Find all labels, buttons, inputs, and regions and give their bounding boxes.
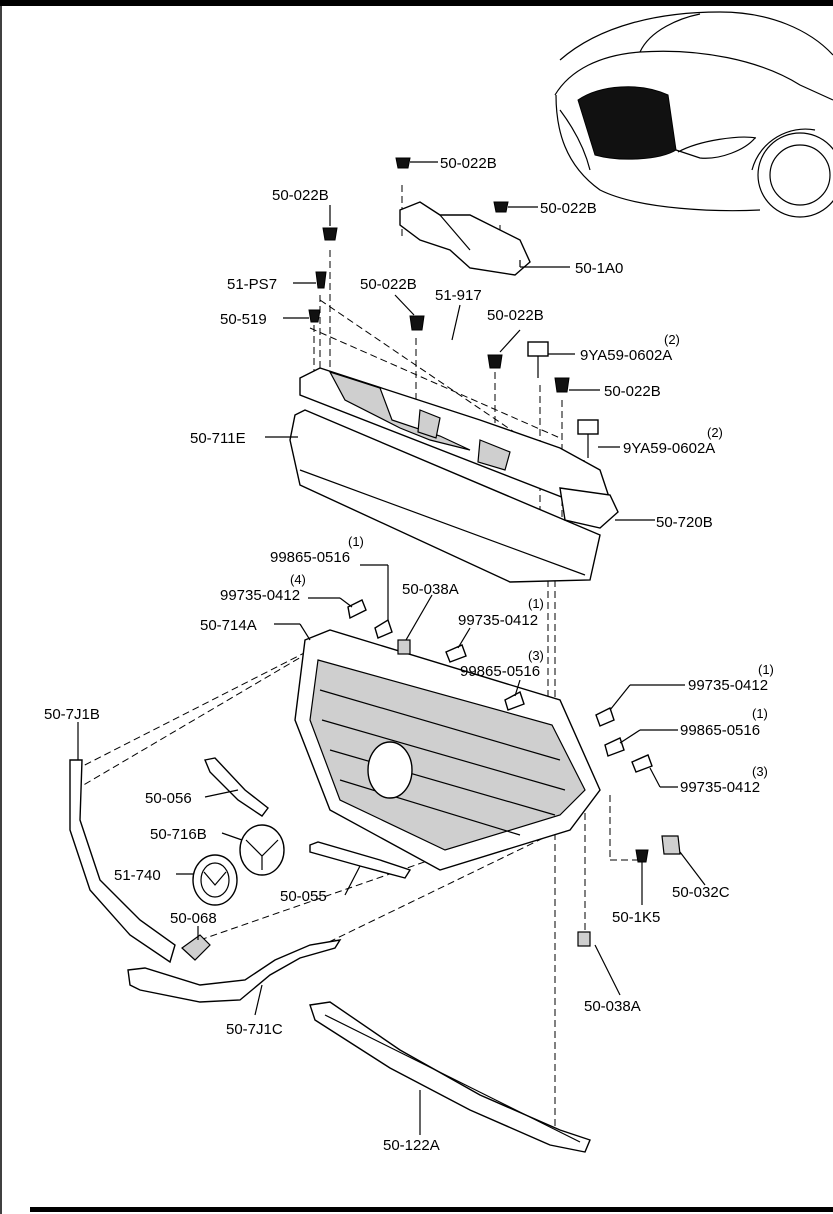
label-51-740: 51-740 xyxy=(114,867,161,884)
left-moulding xyxy=(69,759,176,964)
qty-99735-c: (1) xyxy=(758,662,774,677)
qty-9ya59-a: (2) xyxy=(664,332,680,347)
label-50-032c: 50-032C xyxy=(672,884,730,901)
label-99865-0516-c-text: 99865-0516 xyxy=(680,722,760,739)
label-50-022b-c: 50-022B xyxy=(272,187,329,204)
label-50-038a-a: 50-038A xyxy=(402,581,459,598)
callout-leaders xyxy=(77,161,706,1135)
side-seal xyxy=(559,487,619,529)
label-99865-0516-b: 99865-0516 xyxy=(460,663,540,680)
radiator-grille-assembly xyxy=(294,629,601,871)
label-51-ps7: 51-PS7 xyxy=(227,276,277,293)
label-50-711e: 50-711E xyxy=(190,430,246,447)
label-50-716b: 50-716B xyxy=(150,826,207,843)
qty-99735-d: (3) xyxy=(752,764,768,779)
lower-deflector xyxy=(309,1001,591,1153)
label-50-068: 50-068 xyxy=(170,910,217,927)
qty-99735-a: (4) xyxy=(290,572,306,587)
bottom-border-bar xyxy=(30,1207,833,1212)
emblem-back xyxy=(239,824,285,876)
top-border-bar xyxy=(0,0,833,6)
qty-99865-b: (3) xyxy=(528,648,544,663)
label-50-519: 50-519 xyxy=(220,311,267,328)
label-99735-0412-c: 99735-0412 xyxy=(688,677,768,694)
label-50-122a: 50-122A xyxy=(383,1137,440,1154)
qty-99735-b: (1) xyxy=(528,596,544,611)
label-50-022b-a: 50-022B xyxy=(440,155,497,172)
label-50-1a0: 50-1A0 xyxy=(575,260,623,277)
label-50-022b-e: 50-022B xyxy=(487,307,544,324)
label-50-1k5: 50-1K5 xyxy=(612,909,660,926)
vehicle-locator-illustration xyxy=(554,11,833,218)
emblem-front xyxy=(192,854,238,906)
label-9ya59-0602a-b: 9YA59-0602A xyxy=(623,440,715,457)
label-50-7j1b: 50-7J1B xyxy=(44,706,100,723)
label-50-720b: 50-720B xyxy=(656,514,713,531)
label-99865-0516-a: 99865-0516 xyxy=(270,549,350,566)
fasteners xyxy=(308,157,681,947)
label-50-7j1c: 50-7J1C xyxy=(226,1021,283,1038)
upper-bracket xyxy=(299,367,611,511)
qty-99865-a: (1) xyxy=(348,534,364,549)
label-50-038a-b: 50-038A xyxy=(584,998,641,1015)
upper-moulding-strip xyxy=(204,757,269,817)
label-50-055: 50-055 xyxy=(280,888,327,905)
label-99735-0412-b: 99735-0412 xyxy=(458,612,538,629)
callout-labels: 50-022B 50-022B 50-022B 50-1A0 51-PS7 50… xyxy=(44,155,774,1154)
small-bracket xyxy=(181,934,211,961)
label-51-917: 51-917 xyxy=(435,287,482,304)
label-50-714a: 50-714A xyxy=(200,617,257,634)
qty-99865-c: (1) xyxy=(752,706,768,721)
label-50-022b-f: 50-022B xyxy=(604,383,661,400)
lower-moulding-strip xyxy=(309,841,412,879)
label-50-022b-d: 50-022B xyxy=(360,276,417,293)
label-50-056: 50-056 xyxy=(145,790,192,807)
label-50-022b-b: 50-022B xyxy=(540,200,597,217)
lower-moulding xyxy=(127,939,342,1003)
label-99735-0412-a: 99735-0412 xyxy=(220,587,300,604)
grille-garnish-upper xyxy=(289,409,601,583)
upper-seal-plate xyxy=(399,201,531,276)
label-99735-0412-d: 99735-0412 xyxy=(680,779,760,796)
label-9ya59-0602a-a: 9YA59-0602A xyxy=(580,347,672,364)
qty-9ya59-b: (2) xyxy=(707,425,723,440)
